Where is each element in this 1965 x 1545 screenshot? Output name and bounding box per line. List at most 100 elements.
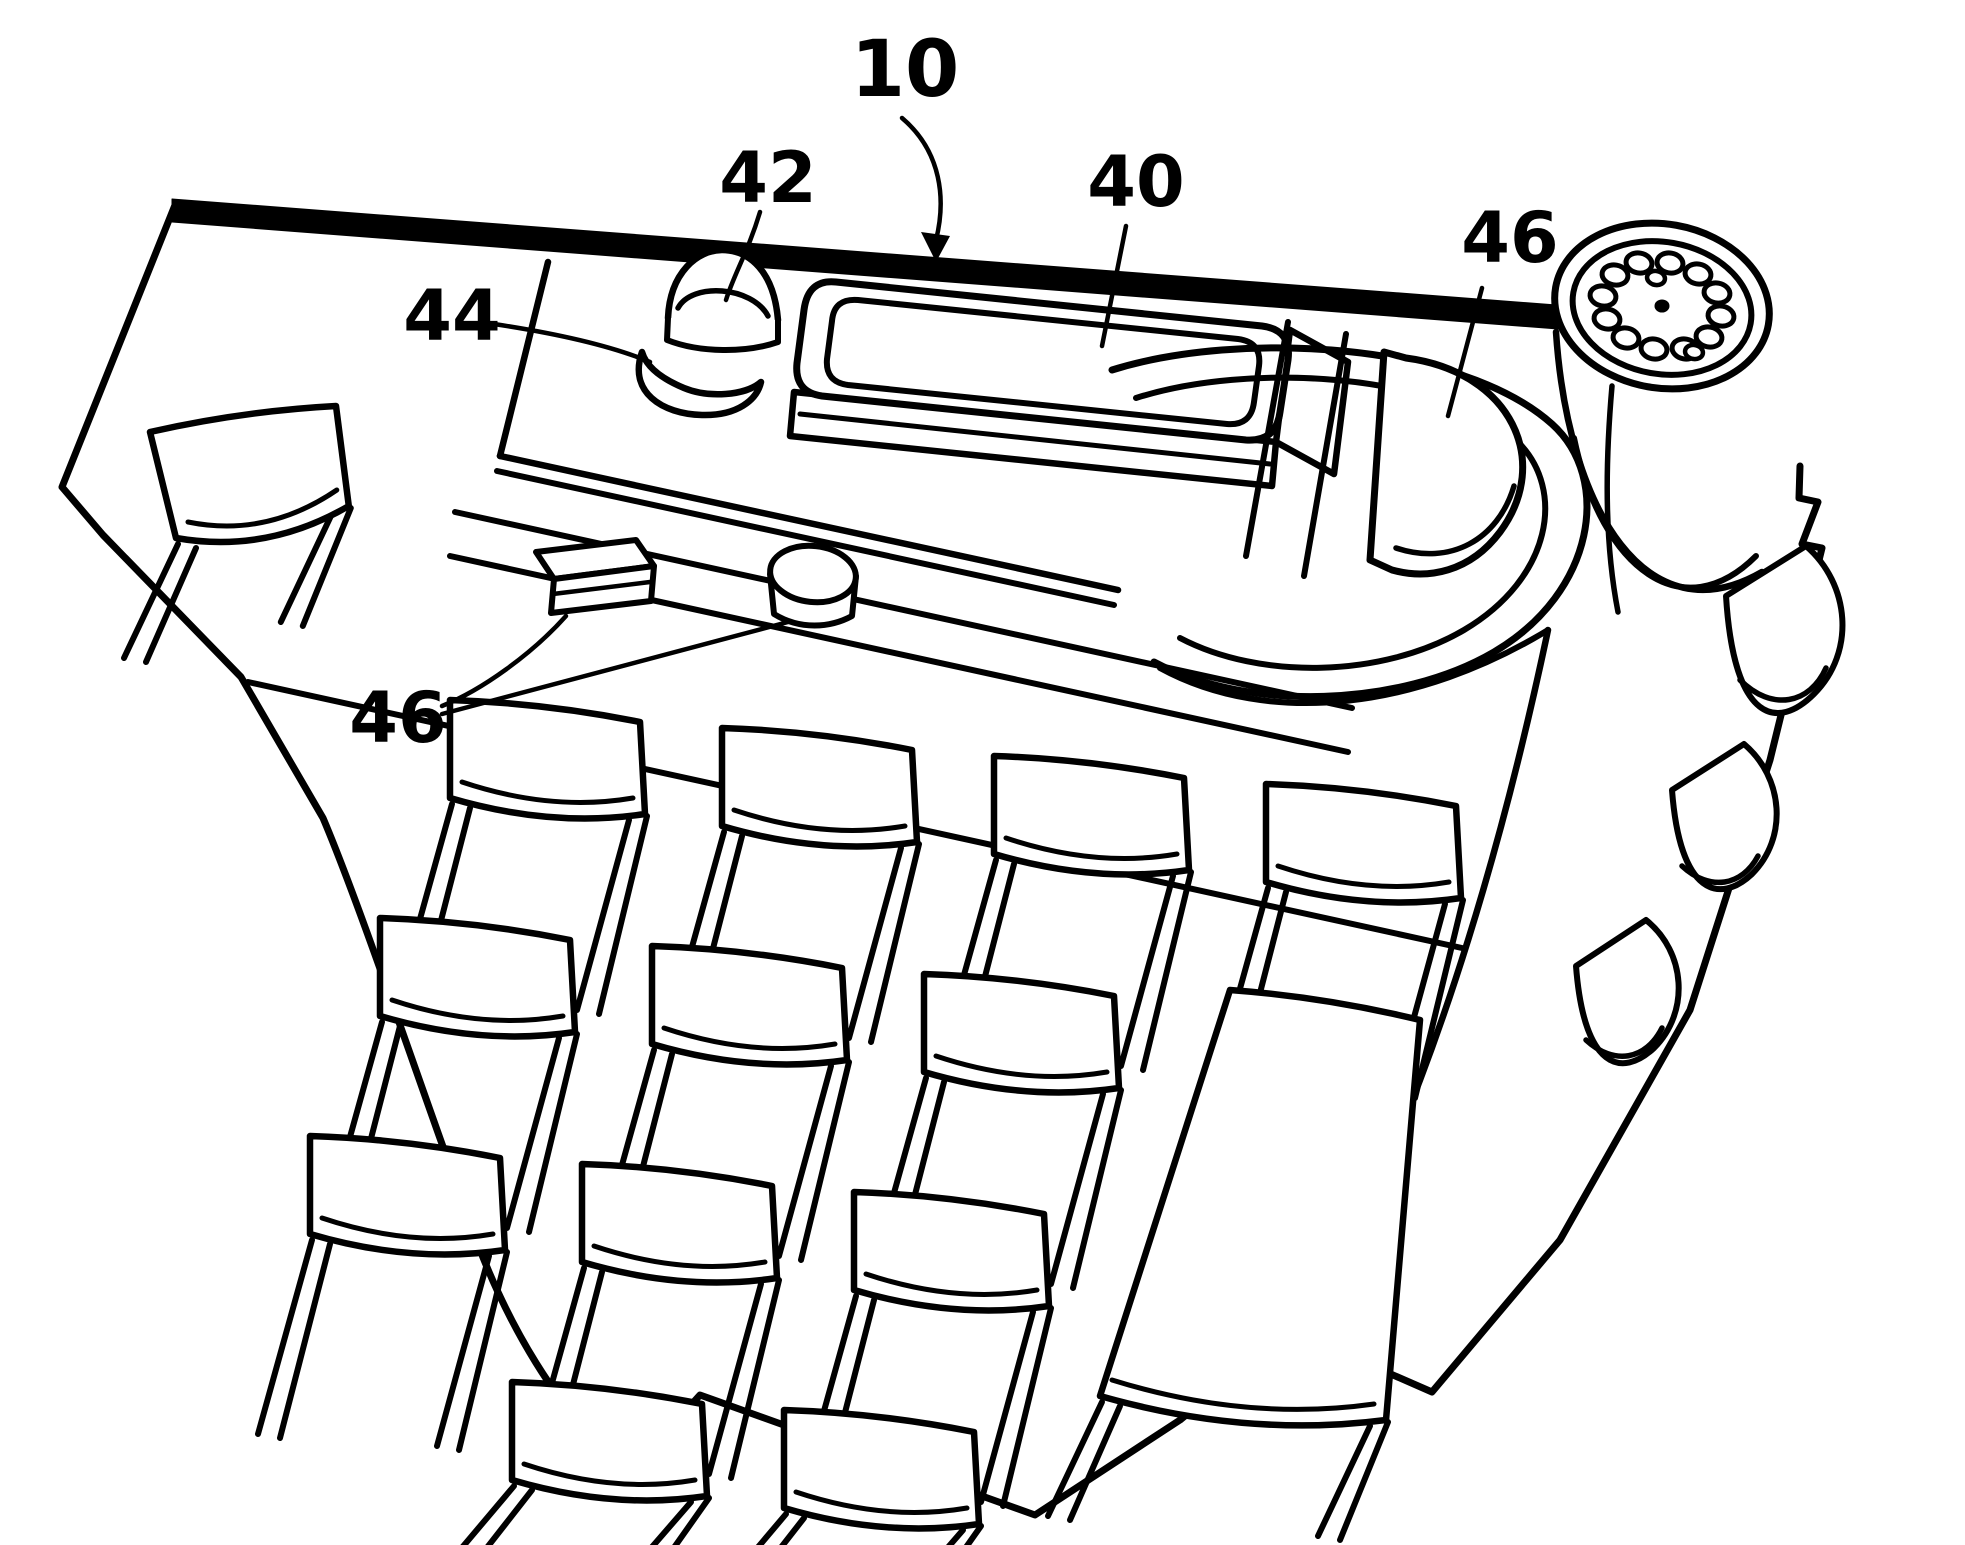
keycap-4-bevel xyxy=(389,997,566,1023)
button-44-crescent xyxy=(635,348,765,419)
connector-hole-1 xyxy=(1693,324,1725,350)
keycap-13 xyxy=(121,402,354,665)
keycap-10-well-wall xyxy=(1000,1305,1054,1509)
keycap-3-top-face xyxy=(1262,780,1465,906)
connector-hole-8 xyxy=(1623,250,1655,276)
connector-hole-7 xyxy=(1599,262,1631,288)
keycap-4-well-wall xyxy=(526,1031,580,1235)
keycap-5-well-wall xyxy=(798,1059,852,1263)
connector-hole-4 xyxy=(1610,325,1642,351)
connector-hole-6 xyxy=(1587,283,1619,309)
keycap-5-bevel xyxy=(661,1025,838,1051)
pointer-10-arrowhead xyxy=(921,232,950,262)
keycap-8-top-face xyxy=(306,1132,509,1258)
keycap-6-well-wall xyxy=(1048,1091,1106,1287)
keycap-2-top-face xyxy=(990,752,1193,878)
button-42-dome xyxy=(664,246,782,324)
keycap-13-top-face xyxy=(146,402,353,546)
keycap-5-well-wall xyxy=(776,1063,834,1259)
keycap-2-well-wall xyxy=(1118,873,1176,1069)
keycap-1 xyxy=(667,724,922,1045)
keycap-0-well-wall xyxy=(574,817,632,1013)
connector-skirt-crease xyxy=(1604,383,1621,615)
connector-hole-0 xyxy=(1705,303,1737,329)
panel-left-edge xyxy=(496,258,552,460)
lobe-outline-outer xyxy=(1108,344,1591,701)
keycap-9-top-face xyxy=(578,1160,781,1286)
vent-cutout-1-lip xyxy=(1737,665,1829,703)
keycap-3-well-wall xyxy=(1412,897,1466,1101)
keycap-9-bevel xyxy=(591,1243,768,1269)
keycap-7 xyxy=(1045,986,1424,1543)
ref-label-44: 44 xyxy=(403,275,500,357)
vent-cutout-2-lip xyxy=(1679,853,1761,886)
keycap-9-well-wall xyxy=(706,1281,764,1477)
connector-hole-3 xyxy=(1638,336,1670,362)
keycap-7-top-face xyxy=(1096,986,1424,1429)
keycap-2 xyxy=(939,752,1194,1073)
connector-hole-5 xyxy=(1591,306,1623,332)
panel-bottom-edge-2 xyxy=(494,468,1117,608)
leader-40 xyxy=(1099,223,1129,349)
keycap-13-well-wall xyxy=(277,509,336,625)
keycap-13-well-wall xyxy=(299,505,354,629)
keycap-1-bevel xyxy=(731,807,908,833)
keycap-12-well-wall xyxy=(946,1527,966,1545)
keycap-11-well-wall xyxy=(649,1499,694,1545)
display-screen xyxy=(823,296,1263,428)
keycap-7-well-wall xyxy=(1337,1419,1391,1543)
keycap-11-top-face xyxy=(508,1378,711,1504)
button-46-d-inner xyxy=(1393,483,1517,557)
keyboard-keys-layer xyxy=(121,402,1466,1545)
round-button-top xyxy=(767,542,859,606)
keycap-12-bevel xyxy=(793,1489,970,1515)
leader-42 xyxy=(723,209,763,303)
keycap-1-well-wall xyxy=(846,845,904,1041)
pointer-10 xyxy=(899,115,943,243)
keycap-3-bevel xyxy=(1275,863,1452,889)
keycap-9-well-wall xyxy=(728,1277,782,1481)
panel-bottom-edge-1 xyxy=(496,452,1122,594)
keycap-7-well-wall xyxy=(1067,1403,1123,1523)
connector-layer xyxy=(1551,219,1773,615)
keycap-4 xyxy=(325,914,580,1235)
ref-label-42: 42 xyxy=(719,137,816,219)
keycap-6-well-wall xyxy=(1070,1087,1124,1291)
wall-shoulder xyxy=(1157,627,1551,706)
keycap-8-bevel xyxy=(319,1215,496,1241)
keycap-3 xyxy=(1211,780,1466,1101)
connector-hole-10 xyxy=(1682,261,1714,287)
keycap-10-well-wall xyxy=(978,1309,1036,1505)
keycap-13-well-wall xyxy=(121,541,181,661)
panel-right-edge-2 xyxy=(1301,331,1349,579)
keycap-10-top-face xyxy=(850,1188,1053,1314)
vent-cutout-1 xyxy=(1723,543,1846,717)
connector-small-hole-1 xyxy=(1682,342,1706,362)
keycap-12-well-wall xyxy=(963,1523,984,1545)
leader-46-left-a xyxy=(439,613,569,709)
ref-label-40: 40 xyxy=(1087,141,1184,223)
keycap-2-well-wall xyxy=(1140,869,1194,1073)
connector-skirt-2 xyxy=(1571,435,1759,591)
keycap-0-top-face xyxy=(446,696,649,822)
switch-crease xyxy=(550,579,653,597)
keycap-12-top-face xyxy=(780,1406,983,1532)
keycap-7-bevel xyxy=(1109,1377,1377,1412)
keycap-13-bevel xyxy=(185,487,340,529)
keycap-11-well-wall xyxy=(460,1483,517,1545)
keycap-9 xyxy=(527,1160,782,1481)
button-42-base xyxy=(664,315,781,353)
vent-cutout-3 xyxy=(1573,917,1682,1067)
keycap-8-well-wall xyxy=(255,1237,315,1437)
connector-center-dot xyxy=(1654,299,1670,313)
leader-46-left-b xyxy=(439,619,791,717)
keycap-13-well-wall xyxy=(143,545,199,665)
vent-cutout-3-lip xyxy=(1583,1025,1665,1059)
keycap-4-well-wall xyxy=(504,1035,562,1231)
keycap-7-well-wall xyxy=(1045,1399,1105,1519)
keycap-2-bevel xyxy=(1003,835,1180,861)
keycap-8-well-wall xyxy=(456,1249,510,1453)
device-body-layer xyxy=(58,198,1846,1519)
